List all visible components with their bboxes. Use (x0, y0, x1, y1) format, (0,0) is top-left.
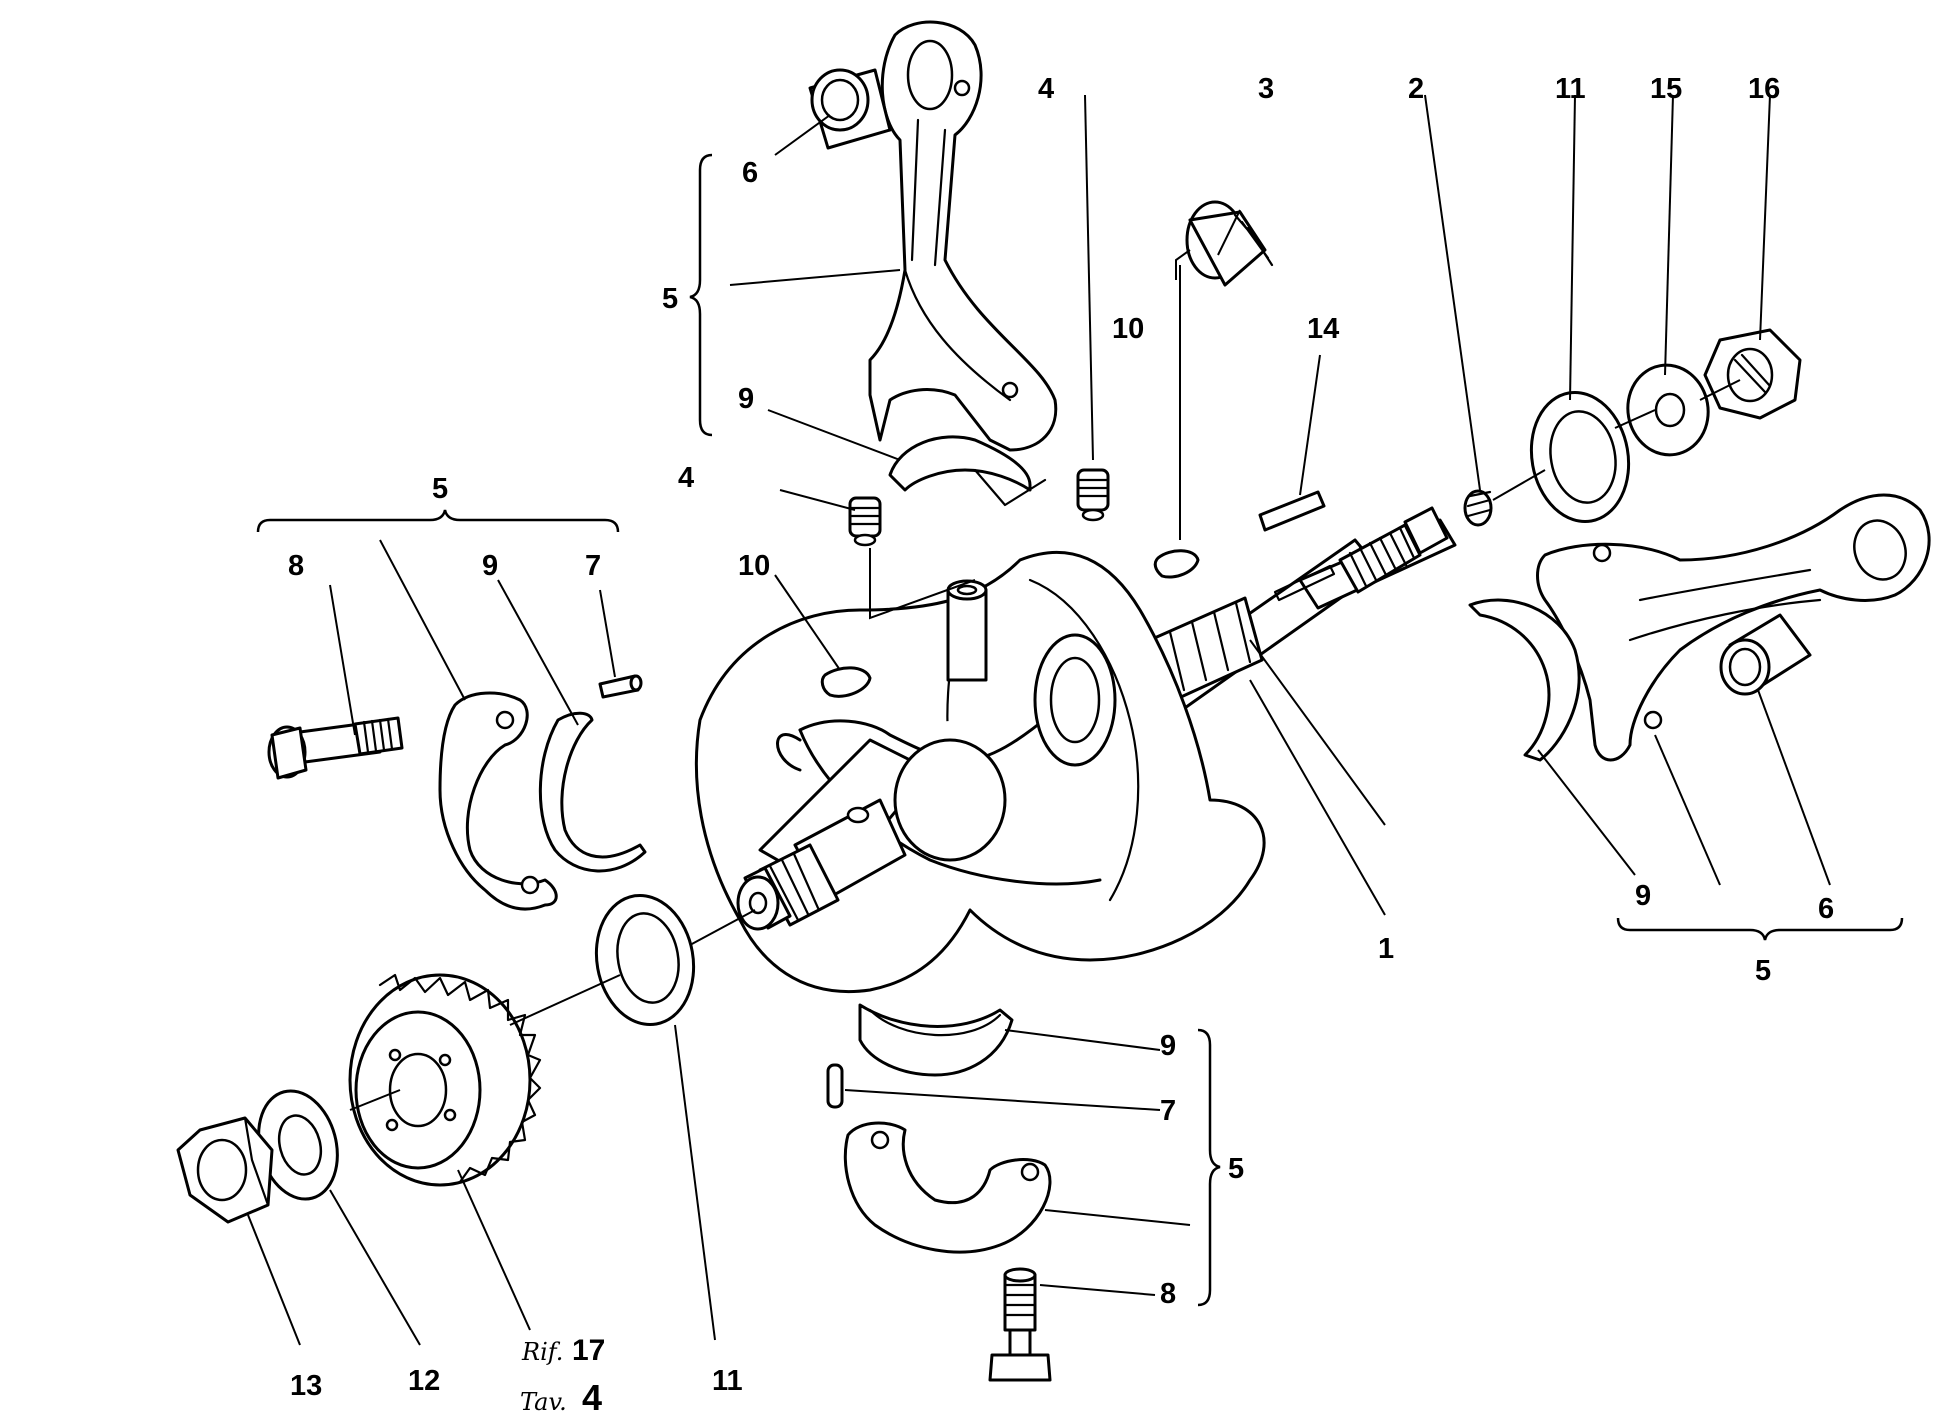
plug-icon (1463, 489, 1493, 527)
woodruff-key-icon (1258, 490, 1326, 532)
dowel-pin-icon (826, 1063, 844, 1109)
bolt-icon (988, 1267, 1052, 1382)
bushing-icon (1719, 613, 1812, 696)
label-part-8a: 8 (288, 550, 304, 582)
rod-cap-icon (438, 691, 558, 911)
label-part-10b: 10 (738, 550, 770, 582)
label-part-14: 14 (1307, 313, 1339, 345)
hex-nut-icon (1703, 328, 1802, 420)
connecting-rod-icon (1536, 493, 1931, 762)
bearing-shell-icon (888, 435, 1047, 507)
label-part-5b: 5 (432, 473, 448, 505)
label-part-7a: 7 (585, 550, 601, 582)
leader-lines (247, 94, 1831, 1346)
label-part-5d: 5 (1228, 1153, 1244, 1185)
woodruff-key-icon (1153, 549, 1200, 579)
part-number-labels: 1 2 3 4 4 5 5 5 5 6 6 7 7 8 8 9 9 9 9 10… (288, 73, 1834, 1402)
crankshaft-icon (694, 506, 1457, 993)
bushing-icon (808, 68, 892, 150)
woodruff-key-icon (820, 666, 872, 698)
gear-icon (348, 973, 542, 1187)
label-part-12: 12 (408, 1365, 440, 1397)
plug-icon (1076, 468, 1110, 522)
label-part-9b: 9 (482, 550, 498, 582)
label-part-3: 3 (1258, 73, 1274, 105)
bearing-shell-icon (1468, 598, 1581, 762)
label-part-6b: 6 (1818, 893, 1834, 925)
hex-nut-icon (176, 1116, 274, 1224)
washer-icon (257, 1089, 339, 1201)
label-part-2: 2 (1408, 73, 1424, 105)
rod-cap-icon (843, 1121, 1052, 1254)
washer-icon (1529, 390, 1631, 524)
plug-icon (848, 496, 882, 547)
label-part-16: 16 (1748, 73, 1780, 105)
bearing-shell-icon (858, 1003, 1014, 1077)
label-part-11a: 11 (1555, 73, 1586, 105)
label-part-6a: 6 (742, 157, 758, 189)
label-part-9c: 9 (1635, 880, 1651, 912)
plug-icon (1185, 200, 1274, 287)
bolt-icon (267, 716, 404, 780)
label-part-4b: 4 (678, 462, 694, 494)
tav-label: Tav. (520, 1388, 567, 1416)
dowel-pin-icon (598, 674, 643, 699)
bearing-shell-icon (538, 711, 647, 873)
label-part-5a: 5 (662, 283, 678, 315)
label-part-11b: 11 (712, 1365, 743, 1397)
rif-label: Rif. (521, 1338, 563, 1366)
brace-marks (256, 153, 1904, 1307)
label-part-5c: 5 (1755, 955, 1771, 987)
label-part-8b: 8 (1160, 1278, 1176, 1310)
washer-icon (594, 893, 696, 1027)
label-part-4a: 4 (1038, 73, 1054, 105)
label-part-13: 13 (290, 1370, 322, 1402)
label-part-10a: 10 (1112, 313, 1144, 345)
label-part-9d: 9 (1160, 1030, 1176, 1062)
reference-block: Rif. 17 Tav. 4 (520, 1334, 605, 1418)
connecting-rod-icon (868, 20, 1058, 452)
label-part-1: 1 (1378, 933, 1394, 965)
label-part-9a: 9 (738, 383, 754, 415)
tav-value: 4 (582, 1377, 602, 1418)
washer-icon (1626, 363, 1710, 457)
label-part-15: 15 (1650, 73, 1682, 105)
label-part-7b: 7 (1160, 1095, 1176, 1127)
rif-value: 17 (572, 1334, 605, 1367)
